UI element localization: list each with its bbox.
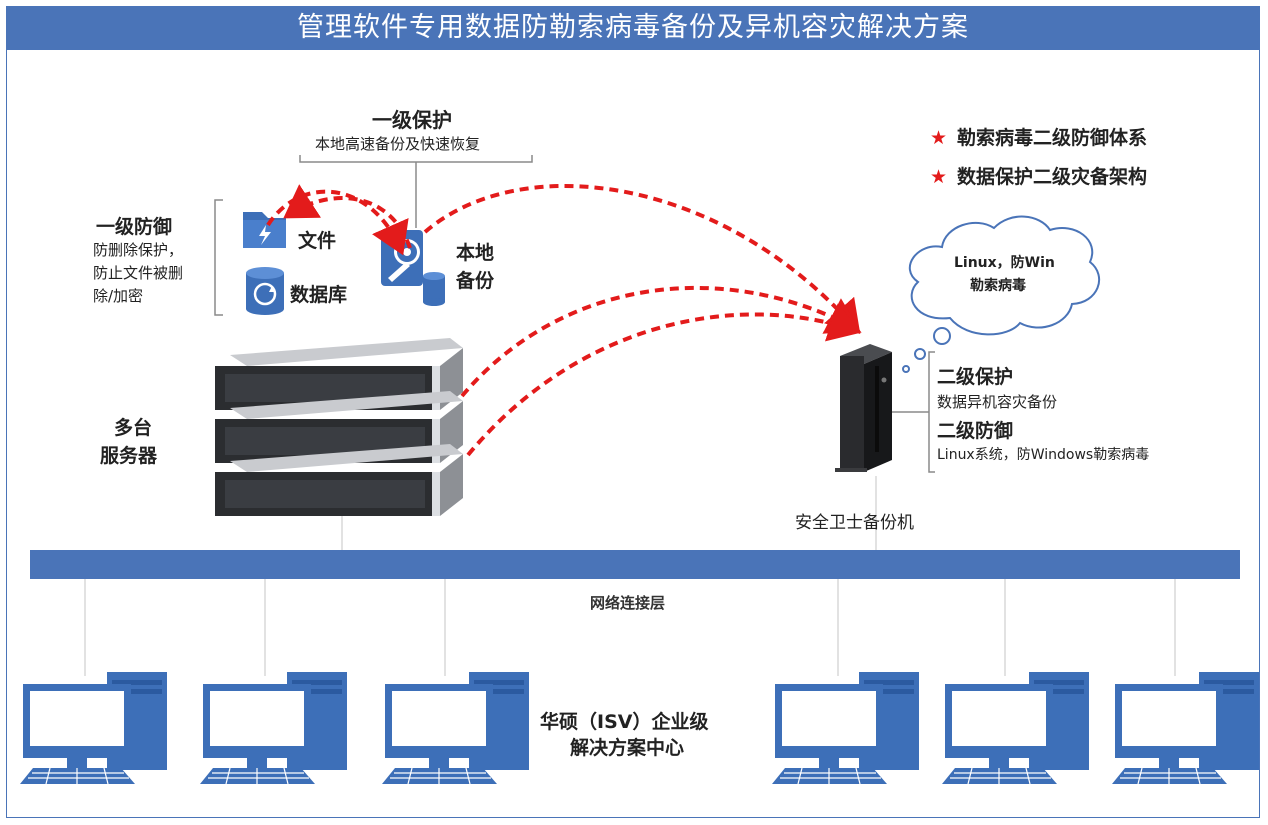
local-backup-label-1: 本地: [456, 242, 495, 264]
backup-machine-icon: [835, 344, 892, 472]
local-backup-icon: [381, 230, 445, 306]
workstation-icon: [1112, 672, 1259, 785]
workstation-icon: [942, 672, 1089, 785]
cloud-text-2: 勒索病毒: [970, 278, 1026, 294]
file-label: 文件: [298, 230, 337, 252]
level1-protect-bracket: [299, 155, 533, 228]
feature-text-1: 勒索病毒二级防御体系: [957, 127, 1148, 149]
level1-protect-desc: 本地高速备份及快速恢复: [315, 135, 481, 153]
server-rack-icon: [215, 338, 463, 516]
feature-item-2: ★ 数据保护二级灾备架构: [930, 162, 1147, 189]
network-label: 网络连接层: [590, 594, 666, 612]
servers-label-1: 多台: [114, 417, 153, 439]
star-icon: ★: [930, 127, 948, 149]
level1-defense-line-3: 除/加密: [93, 287, 144, 305]
feature-text-2: 数据保护二级灾备架构: [957, 166, 1148, 188]
servers-label-2: 服务器: [100, 445, 158, 467]
workstation-icon: [20, 672, 167, 785]
level1-protect-heading: 一级保护: [372, 108, 452, 132]
star-icon: ★: [930, 166, 948, 188]
level2-defense-heading: 二级防御: [937, 420, 1014, 442]
local-backup-label-2: 备份: [456, 270, 495, 292]
level2-protect-desc: 数据异机容灾备份: [937, 393, 1058, 411]
cloud-text-1: Linux，防Win: [954, 255, 1055, 271]
workstation-icon: [382, 672, 529, 785]
workstation-icon: [200, 672, 347, 785]
feature-item-1: ★ 勒索病毒二级防御体系: [930, 123, 1147, 150]
thought-cloud: [902, 215, 1101, 373]
workstation-icon: [772, 672, 919, 785]
network-lines: [84, 476, 1176, 676]
network-bar: [30, 550, 1240, 579]
level2-protect-heading: 二级保护: [937, 366, 1014, 388]
center-label-2: 解决方案中心: [570, 737, 685, 759]
database-icon: [246, 267, 284, 315]
level1-defense-line-2: 防止文件被删: [93, 264, 184, 282]
level2-bracket: [892, 351, 935, 473]
database-label: 数据库: [290, 284, 348, 306]
file-icon: [243, 212, 286, 248]
backup-flow-arrows: [266, 183, 862, 457]
level1-defense-bracket: [214, 199, 223, 316]
backup-machine-label: 安全卫士备份机: [795, 513, 914, 533]
level1-defense-heading: 一级防御: [96, 216, 173, 238]
page-title: 管理软件专用数据防勒索病毒备份及异机容灾解决方案: [6, 6, 1260, 50]
level1-defense-line-1: 防删除保护，: [93, 241, 184, 259]
level2-defense-desc: Linux系统，防Windows勒索病毒: [937, 447, 1150, 463]
center-label-1: 华硕（ISV）企业级: [540, 711, 709, 733]
